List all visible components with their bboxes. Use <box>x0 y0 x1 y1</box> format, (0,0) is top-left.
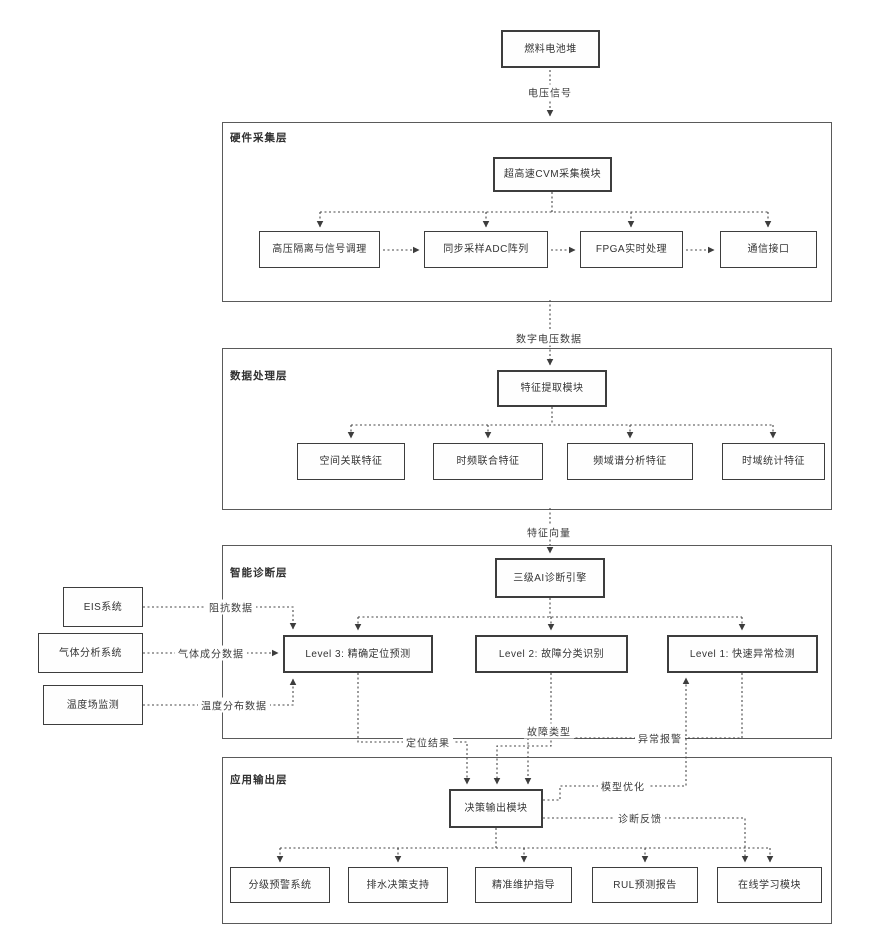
time-frequency-feature-node: 时频联合特征 <box>433 443 543 480</box>
hv-isolation-signal-conditioning-node: 高压隔离与信号调理 <box>259 231 380 268</box>
output-layer-title: 应用输出层 <box>230 774 288 786</box>
edge-label-feature-vector: 特征向量 <box>524 524 574 540</box>
hierarchical-warning-system-node: 分级预警系统 <box>230 867 330 903</box>
level3-precise-localization-node: Level 3: 精确定位预测 <box>283 635 433 673</box>
fpga-realtime-processing-node: FPGA实时处理 <box>580 231 683 268</box>
eis-system-node: EIS系统 <box>63 587 143 627</box>
processing-layer-title: 数据处理层 <box>230 370 288 382</box>
output-layer-container <box>222 757 832 924</box>
gas-analysis-system-node: 气体分析系统 <box>38 633 143 673</box>
edge-label-voltage-signal: 电压信号 <box>525 84 575 100</box>
rul-prediction-report-node: RUL预测报告 <box>592 867 698 903</box>
edge-label-anomaly-alarm: 异常报警 <box>635 730 685 746</box>
precise-maintenance-guidance-node: 精准维护指导 <box>475 867 572 903</box>
level1-fast-anomaly-detection-node: Level 1: 快速异常检测 <box>667 635 818 673</box>
spectral-analysis-feature-node: 频域谱分析特征 <box>567 443 693 480</box>
edge-label-fault-type: 故障类型 <box>524 723 574 739</box>
temperature-field-monitoring-node: 温度场监测 <box>43 685 143 725</box>
edge-label-diagnosis-feedback: 诊断反馈 <box>615 810 665 826</box>
drainage-decision-support-node: 排水决策支持 <box>348 867 448 903</box>
cvm-acquisition-module-node: 超高速CVM采集模块 <box>493 157 612 192</box>
sync-sampling-adc-array-node: 同步采样ADC阵列 <box>424 231 548 268</box>
decision-output-module-node: 决策输出模块 <box>449 789 543 828</box>
edge-label-localization-result: 定位结果 <box>403 734 453 750</box>
online-learning-module-node: 在线学习模块 <box>717 867 822 903</box>
feature-extraction-module-node: 特征提取模块 <box>497 370 607 407</box>
spatial-correlation-feature-node: 空间关联特征 <box>297 443 405 480</box>
processing-layer-container <box>222 348 832 510</box>
edge-label-gas-composition-data: 气体成分数据 <box>175 645 247 661</box>
level2-fault-classification-node: Level 2: 故障分类识别 <box>475 635 628 673</box>
edge-label-temperature-distribution-data: 温度分布数据 <box>198 697 270 713</box>
ai-diagnosis-engine-node: 三级AI诊断引擎 <box>495 558 605 598</box>
hardware-layer-title: 硬件采集层 <box>230 132 288 144</box>
diagnosis-layer-title: 智能诊断层 <box>230 567 288 579</box>
time-domain-statistics-feature-node: 时域统计特征 <box>722 443 825 480</box>
hardware-layer-container <box>222 122 832 302</box>
communication-interface-node: 通信接口 <box>720 231 817 268</box>
edge-label-digital-voltage-data: 数字电压数据 <box>513 330 585 346</box>
edge-label-impedance-data: 阻抗数据 <box>206 599 256 615</box>
fuel-cell-stack-node: 燃料电池堆 <box>501 30 600 68</box>
diagnosis-layer-container <box>222 545 832 739</box>
edge-label-model-optimization: 模型优化 <box>598 778 648 794</box>
